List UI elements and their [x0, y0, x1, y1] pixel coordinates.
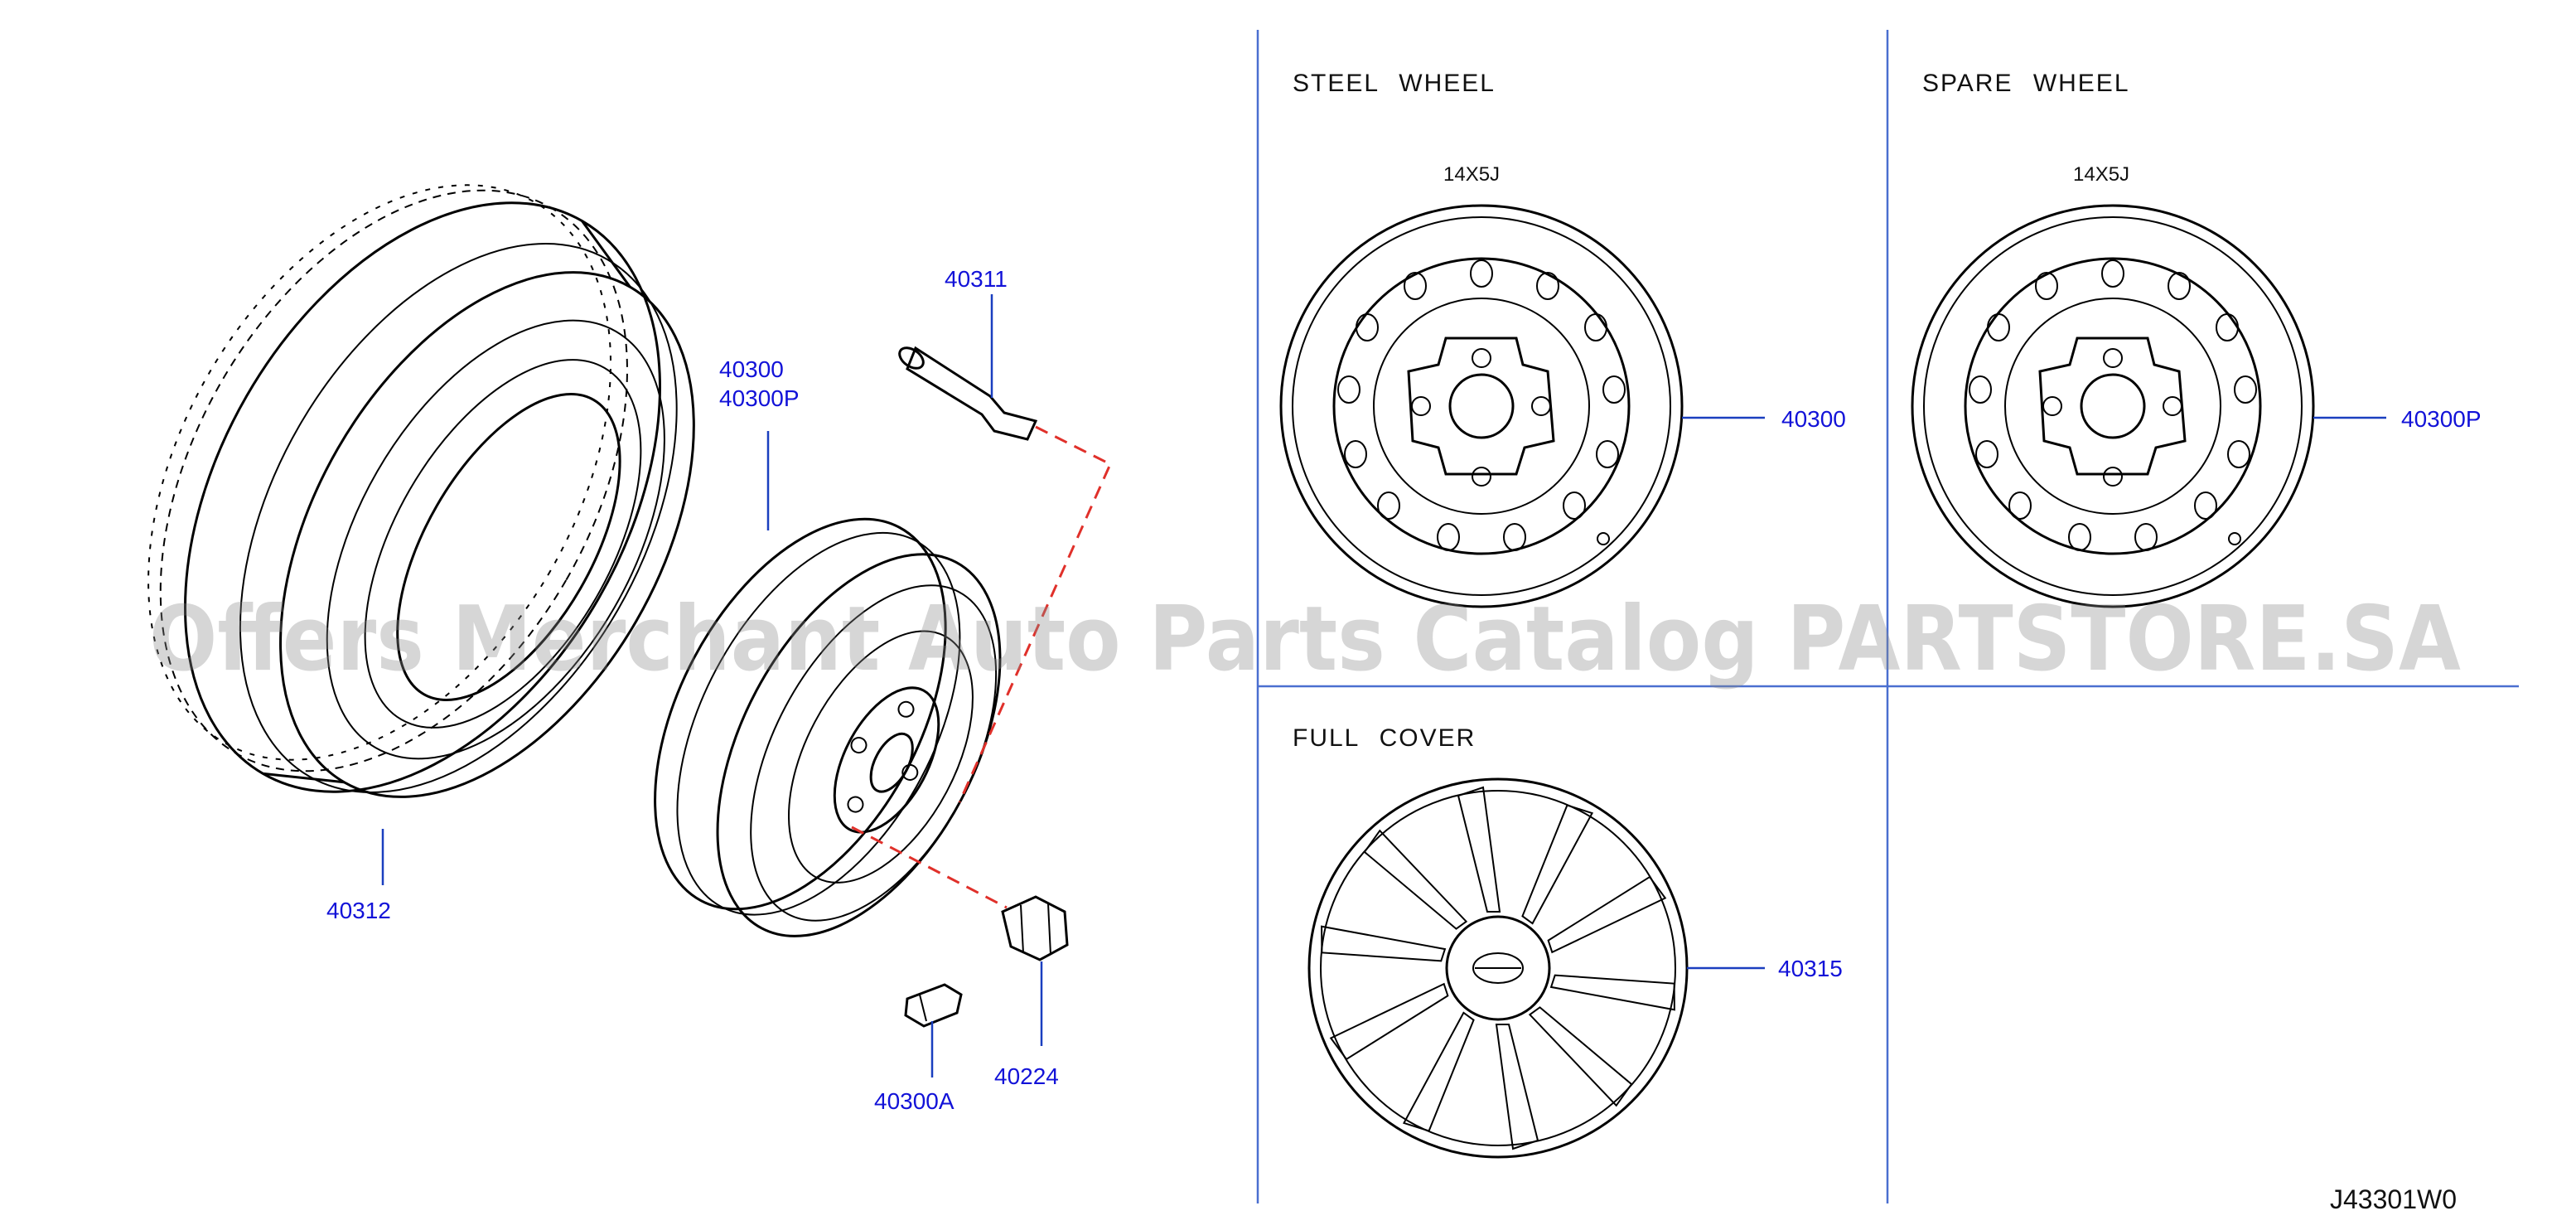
lug-nut-part-number[interactable]: 40224: [994, 1063, 1059, 1089]
full-cover-title: FULL COVER: [1293, 724, 1476, 752]
full-cover-spokes: [1321, 786, 1675, 1150]
steel-wheel-lug-holes: [1411, 348, 1551, 487]
full-cover-part-number[interactable]: 40315: [1778, 956, 1843, 981]
steel-wheel-size: 14X5J: [1443, 163, 1500, 186]
spare-wheel-part-number[interactable]: 40300P: [2401, 406, 2482, 432]
assembly-dashed-lines: [851, 425, 1112, 909]
spare-wheel-drawing: [1911, 204, 2386, 608]
valve-stem-drawing: [898, 346, 1038, 441]
balance-weight-part-number[interactable]: 40300A: [874, 1088, 955, 1114]
tire-drawing: [147, 184, 695, 798]
panel-dividers: [1256, 30, 2519, 1203]
steel-wheel-vent-holes: [1337, 259, 1626, 551]
spare-wheel-title: SPARE WHEEL: [1922, 70, 2130, 97]
wheel-part-number[interactable]: 40300: [719, 356, 784, 382]
steel-wheel-part-number[interactable]: 40300: [1781, 406, 1846, 432]
tire-part-number[interactable]: 40312: [326, 898, 391, 923]
spare-wheel-vent-holes: [1969, 259, 2257, 551]
balance-weight-drawing: [904, 983, 963, 1028]
steel-wheel-drawing: [1279, 204, 1765, 608]
full-cover-drawing: [1307, 777, 1765, 1159]
spare-wheel-lug-holes: [2042, 348, 2182, 487]
valve-part-number[interactable]: 40311: [945, 266, 1008, 292]
leader-lines-exploded: [381, 294, 1043, 1077]
diagram-code: J43301W0: [2330, 1184, 2457, 1214]
spare-wheel-size: 14X5J: [2073, 163, 2129, 186]
watermark: Offers Merchant Auto Parts Catalog PARTS…: [149, 588, 2461, 691]
steel-wheel-title: STEEL WHEEL: [1293, 70, 1496, 97]
spare-wheel-exploded-part-number[interactable]: 40300P: [719, 385, 800, 411]
wheel-drawing: [654, 517, 1002, 937]
lug-nut-drawing: [1001, 895, 1069, 961]
